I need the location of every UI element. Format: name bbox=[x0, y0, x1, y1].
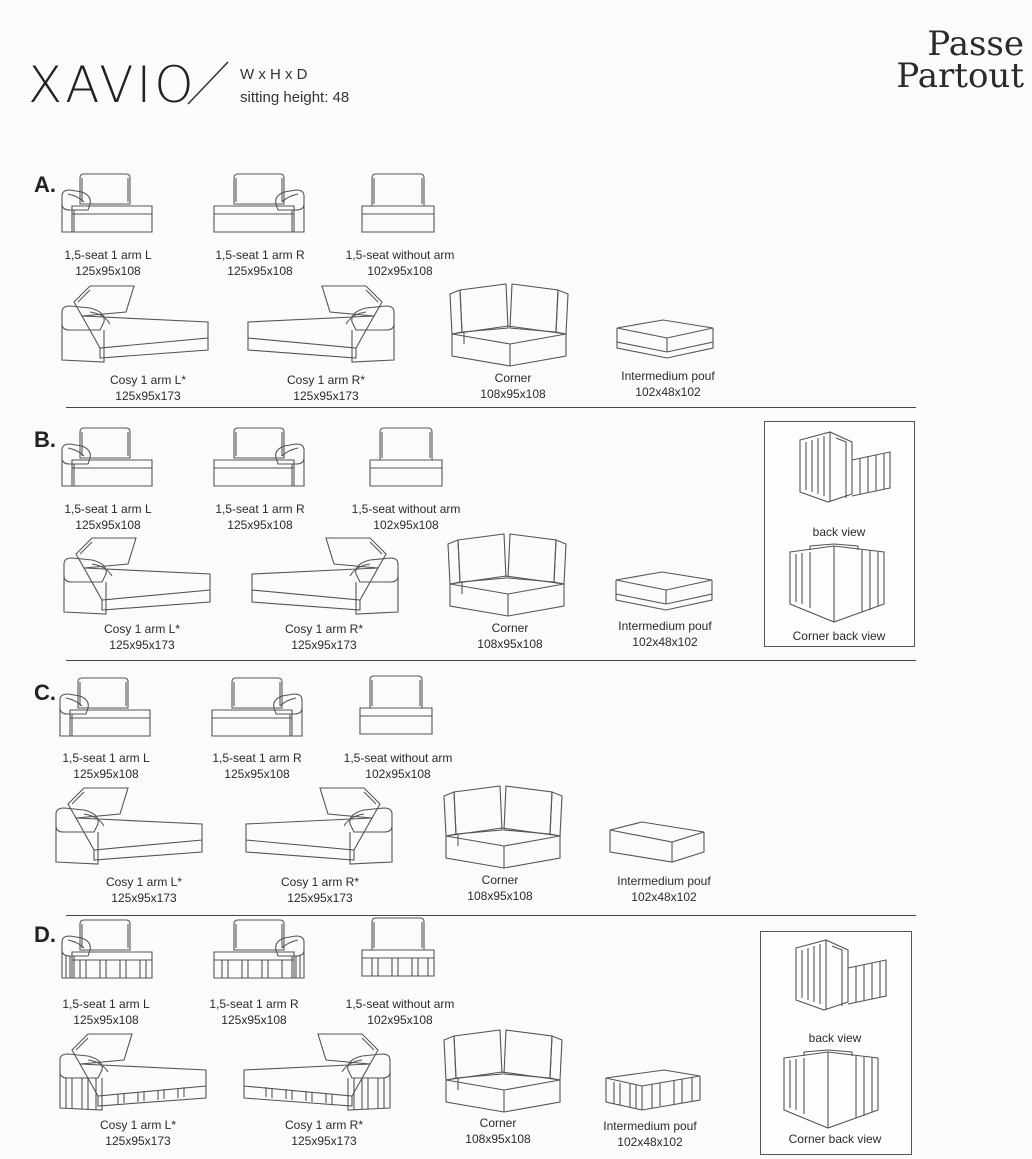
item-caption: Cosy 1 arm R*125x95x173 bbox=[284, 622, 364, 652]
sofa-1-5-seat-no-arm-drawing bbox=[361, 173, 435, 233]
item-caption: Cosy 1 arm L*125x95x173 bbox=[105, 875, 183, 905]
section-letter-b: B. bbox=[34, 427, 56, 452]
cosy-arm-l-drawing bbox=[58, 1030, 208, 1115]
section-letter-d: D. bbox=[34, 922, 56, 947]
sitting-height: sitting height: 48 bbox=[240, 89, 350, 106]
corner-back-view-label: Corner back view bbox=[788, 1132, 882, 1146]
brand-line-2: Partout bbox=[896, 56, 1024, 97]
corner-drawing bbox=[447, 533, 567, 617]
sofa-1-5-seat-arm-r-drawing bbox=[213, 427, 305, 487]
cosy-arm-r-drawing bbox=[247, 285, 395, 363]
item-caption: Cosy 1 arm L*125x95x173 bbox=[109, 373, 187, 403]
section-divider bbox=[66, 660, 916, 661]
pouf-drawing bbox=[615, 571, 713, 611]
corner-drawing bbox=[443, 785, 563, 869]
item-caption: Cosy 1 arm R*125x95x173 bbox=[280, 875, 360, 905]
dimensions-legend: W x H x D bbox=[240, 66, 308, 83]
section-letter-a: A. bbox=[34, 172, 56, 197]
sofa-1-5-seat-no-arm-drawing bbox=[369, 427, 443, 487]
product-title: XAVIO bbox=[28, 56, 197, 114]
item-caption: Cosy 1 arm L*125x95x173 bbox=[103, 622, 181, 652]
section-letter-c: C. bbox=[34, 680, 56, 705]
cosy-arm-l-drawing bbox=[61, 285, 209, 363]
brand-logo: Passe Partout bbox=[896, 24, 1024, 97]
corner-back-view-label: Corner back view bbox=[792, 629, 886, 643]
title-slash-divider bbox=[187, 61, 229, 105]
sofa-1-5-seat-arm-r-drawing bbox=[212, 916, 307, 991]
cosy-arm-l-drawing bbox=[55, 787, 203, 865]
sofa-1-5-seat-arm-l-drawing bbox=[59, 677, 151, 737]
sofa-1-5-seat-no-arm-drawing bbox=[358, 914, 443, 991]
cosy-arm-r-drawing bbox=[242, 1030, 392, 1115]
cosy-arm-r-drawing bbox=[245, 787, 393, 865]
brand-line-1: Passe bbox=[927, 24, 1024, 64]
back-view-label: back view bbox=[812, 525, 866, 539]
sofa-1-5-seat-arm-l-drawing bbox=[60, 916, 155, 991]
section-divider bbox=[66, 915, 916, 916]
sofa-1-5-seat-no-arm-drawing bbox=[359, 675, 433, 735]
back-view-drawing bbox=[795, 939, 887, 1011]
section-divider bbox=[66, 407, 916, 408]
corner-drawing bbox=[443, 1029, 563, 1113]
item-caption: Cosy 1 arm R*125x95x173 bbox=[284, 1118, 364, 1148]
corner-back-view-drawing bbox=[783, 1049, 879, 1129]
pouf-drawing bbox=[609, 821, 705, 863]
back-view-panel bbox=[760, 931, 912, 1155]
corner-back-view-drawing bbox=[789, 543, 885, 623]
corner-drawing bbox=[449, 283, 569, 367]
pouf-drawing bbox=[616, 319, 714, 359]
sofa-1-5-seat-arm-r-drawing bbox=[211, 677, 303, 737]
sofa-1-5-seat-arm-l-drawing bbox=[61, 427, 153, 487]
back-view-label: back view bbox=[808, 1031, 862, 1045]
item-caption: Cosy 1 arm R*125x95x173 bbox=[286, 373, 366, 403]
back-view-drawing bbox=[799, 431, 891, 503]
sofa-1-5-seat-arm-r-drawing bbox=[213, 173, 305, 233]
sofa-1-5-seat-arm-l-drawing bbox=[61, 173, 153, 233]
cosy-arm-l-drawing bbox=[63, 537, 211, 615]
item-caption: Cosy 1 arm L*125x95x173 bbox=[99, 1118, 177, 1148]
cosy-arm-r-drawing bbox=[251, 537, 399, 615]
pouf-drawing bbox=[605, 1069, 701, 1111]
